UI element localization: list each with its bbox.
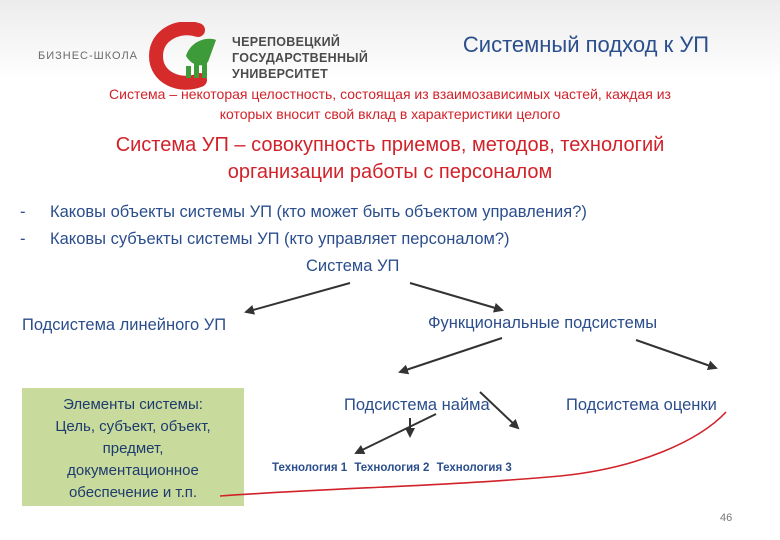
- functional-subsystems-node: Функциональные подсистемы: [428, 314, 658, 332]
- red-connector-curve: [219, 411, 727, 497]
- university-name-line: ЧЕРЕПОВЕЦКИЙ: [232, 35, 341, 49]
- system-definition: Система – некоторая целостность, состоящ…: [22, 84, 758, 124]
- arrow-hiring-to-tech1: [354, 413, 437, 454]
- technologies-row: Технология 1 Технология 2 Технология 3: [272, 462, 512, 474]
- system-elements-box: Элементы системы: Цель, субъект, объект,…: [22, 388, 244, 506]
- header-background: [0, 0, 780, 82]
- page-number: 46: [720, 512, 733, 524]
- university-logo-icon: [148, 22, 216, 90]
- list-dash: -: [20, 203, 26, 221]
- arrow-functional-to-evaluation: [635, 339, 718, 371]
- elements-box-line: обеспечение и т.п.: [68, 484, 198, 501]
- arrow-hiring-to-tech3: [479, 391, 520, 430]
- university-name: ЧЕРЕПОВЕЦКИЙ ГОСУДАРСТВЕННЫЙ УНИВЕРСИТЕТ: [232, 34, 368, 82]
- technology-label: Технология 2: [354, 462, 430, 474]
- hr-system-definition-line: организации работы с персоналом: [227, 161, 553, 183]
- elements-box-line: документационное: [67, 462, 199, 479]
- definition-line: которых вносит свой вклад в характеристи…: [219, 106, 561, 122]
- elements-box-line: Элементы системы:: [63, 396, 203, 413]
- university-name-line: ГОСУДАРСТВЕННЫЙ: [232, 51, 369, 65]
- list-dash: -: [20, 230, 26, 248]
- linear-subsystem-node: Подсистема линейного УП: [22, 316, 227, 334]
- root-node-system: Система УП: [306, 257, 400, 275]
- technology-label: Технология 1: [272, 462, 348, 474]
- question-item: - Каковы объекты системы УП (кто может бы…: [20, 199, 587, 226]
- evaluation-subsystem-node: Подсистема оценки: [566, 396, 717, 414]
- question-item: - Каковы субъекты системы УП (кто управля…: [20, 226, 587, 253]
- definition-line: Система – некоторая целостность, состоящ…: [109, 86, 671, 102]
- arrow-root-to-linear: [244, 282, 351, 315]
- university-name-line: УНИВЕРСИТЕТ: [232, 67, 329, 81]
- question-text: Каковы субъекты системы УП (кто управляе…: [50, 230, 510, 248]
- hr-system-definition-line: Система УП – совокупность приемов, метод…: [115, 134, 665, 156]
- questions-list: - Каковы объекты системы УП (кто может бы…: [20, 199, 587, 253]
- business-school-label: БИЗНЕС-ШКОЛА: [38, 50, 139, 62]
- technology-label: Технология 3: [436, 462, 512, 474]
- arrow-root-to-functional: [409, 282, 504, 313]
- hiring-subsystem-node: Подсистема найма: [344, 396, 490, 414]
- question-text: Каковы объекты системы УП (кто может быт…: [50, 203, 587, 221]
- slide-title: Системный подход к УП: [462, 32, 710, 57]
- hr-system-definition: Система УП – совокупность приемов, метод…: [10, 132, 770, 186]
- arrow-functional-to-hiring: [398, 337, 503, 375]
- elements-box-line: предмет,: [102, 440, 164, 457]
- elements-box-line: Цель, субъект, объект,: [55, 418, 211, 435]
